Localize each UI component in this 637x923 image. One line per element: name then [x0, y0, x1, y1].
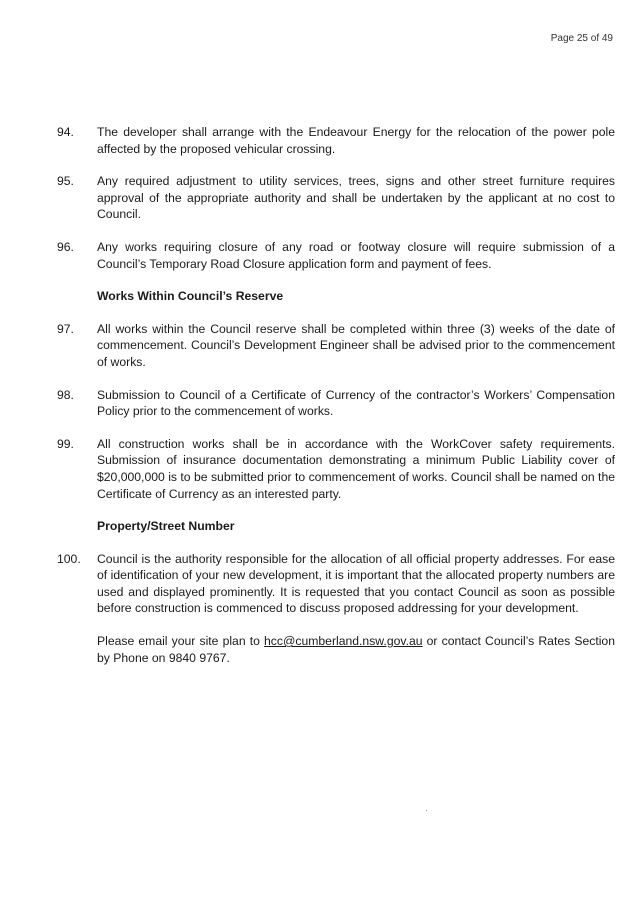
condition-99: 99. All construction works shall be in a…	[57, 436, 615, 502]
condition-94: 94. The developer shall arrange with the…	[57, 124, 615, 157]
section-heading-property: Property/Street Number	[97, 519, 235, 534]
condition-96: 96. Any works requiring closure of any r…	[57, 239, 615, 272]
section-heading-reserve: Works Within Council’s Reserve	[97, 289, 284, 304]
condition-number: 97.	[57, 321, 74, 336]
condition-number: 95.	[57, 174, 74, 189]
email-link[interactable]: hcc@cumberland.nsw.gov.au	[264, 634, 423, 649]
condition-number: 100.	[57, 551, 81, 566]
condition-97: 97. All works within the Council reserve…	[57, 321, 615, 371]
condition-text: The developer shall arrange with the End…	[97, 125, 615, 156]
condition-number: 99.	[57, 436, 74, 451]
condition-number: 96.	[57, 239, 74, 254]
condition-number: 98.	[57, 387, 74, 402]
condition-number: 94.	[57, 125, 74, 139]
scan-speck	[426, 810, 427, 811]
contact-paragraph: Please email your site plan to hcc@cumbe…	[97, 633, 615, 666]
document-body: 94. The developer shall arrange with the…	[57, 124, 615, 666]
condition-95: 95. Any required adjustment to utility s…	[57, 173, 615, 223]
condition-text: Any required adjustment to utility servi…	[97, 174, 615, 222]
condition-text: Any works requiring closure of any road …	[97, 239, 615, 271]
condition-98: 98. Submission to Council of a Certifica…	[57, 387, 615, 420]
condition-text: All works within the Council reserve sha…	[97, 321, 615, 369]
condition-text: Submission to Council of a Certificate o…	[97, 387, 615, 419]
condition-100: 100. Council is the authority responsibl…	[57, 551, 615, 617]
contact-text-after: or contact Council’s Rates Section by Ph…	[97, 634, 615, 665]
condition-text: Council is the authority responsible for…	[97, 551, 615, 616]
condition-text: All construction works shall be in accor…	[97, 436, 615, 501]
page-number: Page 25 of 49	[550, 33, 613, 44]
contact-text-before: Please email your site plan to	[97, 634, 265, 649]
